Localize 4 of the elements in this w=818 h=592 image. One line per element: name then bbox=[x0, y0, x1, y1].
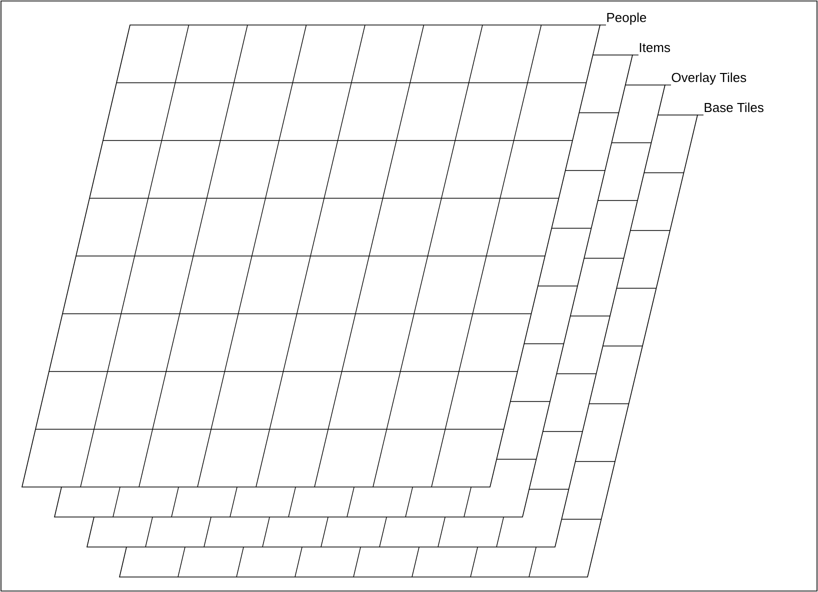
layer-label: Base Tiles bbox=[697, 102, 764, 116]
layer-label: Overlay Tiles bbox=[664, 72, 746, 86]
layer-label: People bbox=[600, 12, 646, 26]
layer-label: Items bbox=[632, 43, 670, 56]
